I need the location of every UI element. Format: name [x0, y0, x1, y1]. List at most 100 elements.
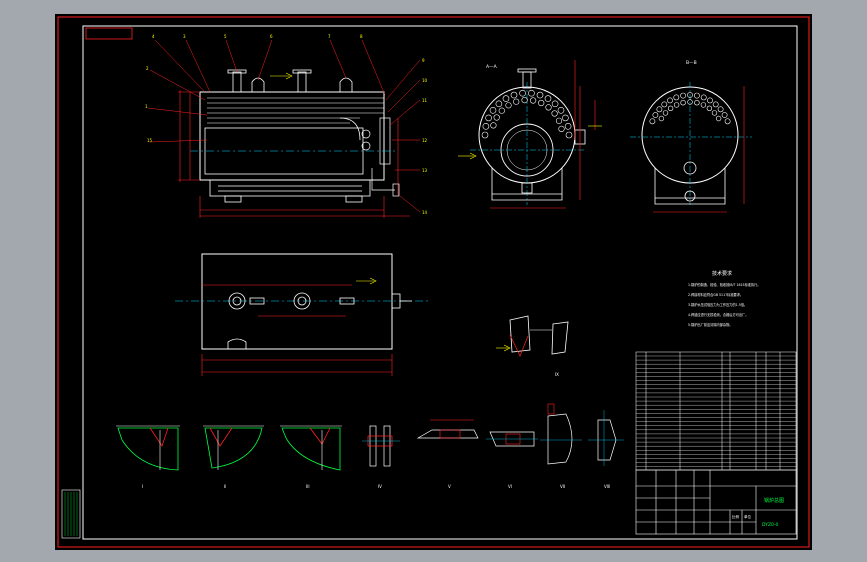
corner-label-box	[85, 27, 133, 40]
tube-hole	[557, 107, 565, 114]
detail-1[interactable]	[116, 425, 180, 471]
tube-hole	[667, 105, 674, 112]
tube-hole	[489, 107, 497, 114]
svg-text:2: 2	[146, 66, 149, 71]
detail-3[interactable]	[280, 425, 342, 471]
section-a-label: A—A	[486, 64, 498, 70]
tube-hole	[544, 95, 552, 102]
svg-text:9: 9	[422, 58, 425, 63]
tube-hole	[498, 107, 505, 114]
svg-text:14: 14	[422, 210, 428, 215]
tube-hole	[562, 114, 569, 122]
section-b-label: B—B	[686, 60, 697, 66]
svg-text:15: 15	[147, 138, 153, 143]
detail-label-6: VI	[508, 484, 512, 489]
tube-hole	[700, 94, 707, 101]
detail-label-2: II	[224, 484, 226, 489]
svg-text:11: 11	[422, 98, 428, 103]
note-line-5: 5.锅炉出厂前应清除内部杂物。	[688, 322, 732, 327]
boiler-plan-view[interactable]	[175, 253, 430, 376]
detail-6[interactable]	[486, 431, 538, 447]
sheet-border	[82, 25, 798, 540]
detail-2[interactable]	[203, 425, 264, 470]
title-drawing-name: 锅炉总图	[764, 497, 784, 504]
svg-text:6: 6	[270, 34, 273, 39]
detail-label-9: IX	[555, 372, 559, 377]
title-block[interactable]	[635, 469, 797, 535]
tube-hole	[721, 112, 728, 118]
svg-text:12: 12	[422, 138, 428, 143]
tube-hole	[493, 114, 500, 121]
detail-label-5: V	[448, 484, 451, 489]
tube-hole	[656, 106, 663, 113]
tube-hole	[495, 100, 503, 108]
note-line-2: 2.焊接材料应符合GB 5117标准要求。	[688, 292, 743, 297]
tube-hole	[513, 98, 520, 105]
tube-hole	[529, 97, 537, 104]
tube-hole	[481, 131, 489, 139]
tube-hole	[687, 99, 693, 105]
svg-text:3: 3	[183, 34, 186, 39]
tube-hole	[558, 125, 565, 132]
tube-hole	[482, 123, 490, 130]
tube-hole	[680, 99, 686, 106]
tube-hole	[667, 97, 673, 104]
tube-hole	[658, 115, 665, 122]
notes-title: 技术要求	[712, 270, 732, 277]
sheet-background	[55, 14, 812, 550]
tube-hole	[673, 94, 680, 101]
tube-hole	[649, 118, 656, 125]
section-b-view[interactable]	[630, 82, 752, 213]
section-a-view[interactable]	[458, 60, 602, 209]
note-line-3: 3.锅炉水压试验压力为工作压力的1.5倍。	[688, 302, 747, 307]
tube-hole	[724, 118, 731, 125]
svg-text:8: 8	[360, 34, 363, 39]
tube-hole	[490, 122, 497, 129]
tube-hole	[687, 92, 693, 98]
tube-hole	[555, 117, 563, 124]
title-unit-label: 单位	[744, 514, 752, 519]
weld-detail-center[interactable]	[496, 315, 569, 357]
tube-hole	[538, 99, 545, 107]
svg-text:1: 1	[145, 104, 148, 109]
tube-hole	[545, 104, 552, 111]
detail-7[interactable]	[540, 403, 582, 465]
detail-label-4: IV	[378, 484, 382, 489]
detail-label-8: VIII	[604, 484, 610, 489]
detail-label-7: VII	[560, 484, 565, 489]
weld-details-row[interactable]	[116, 403, 624, 471]
tube-hole	[707, 97, 713, 104]
tube-hole	[706, 105, 713, 112]
tube-hole	[662, 110, 669, 116]
tube-hole	[519, 89, 526, 97]
sheet-outer-frame	[57, 16, 810, 548]
note-line-1: 1.锅炉的制造、检验、验收按JB/T 1615标准执行。	[688, 282, 761, 287]
detail-label-1: I	[142, 484, 143, 489]
tube-hole	[715, 115, 722, 122]
tube-hole	[510, 91, 518, 99]
detail-8[interactable]	[588, 410, 624, 466]
tube-hole	[505, 102, 512, 109]
detail-5[interactable]	[416, 419, 479, 439]
technical-requirements: 技术要求 1.锅炉的制造、检验、验收按JB/T 1615标准执行。 2.焊接材料…	[688, 270, 761, 327]
tube-hole	[673, 102, 680, 108]
tube-hole	[661, 101, 668, 108]
tube-hole	[652, 112, 659, 118]
tube-hole	[536, 91, 544, 99]
svg-text:7: 7	[328, 34, 331, 39]
tube-hole	[711, 110, 718, 116]
detail-4[interactable]	[362, 425, 400, 467]
tube-hole	[564, 123, 572, 130]
tube-hole	[694, 99, 700, 106]
tube-hole	[700, 102, 707, 108]
svg-text:13: 13	[422, 168, 428, 173]
svg-text:5: 5	[224, 34, 227, 39]
note-line-4: 4.焊缝应进行无损检测，合格后方可出厂。	[688, 312, 748, 317]
tube-hole	[485, 114, 492, 122]
tube-hole	[717, 106, 724, 113]
tube-hole	[502, 95, 510, 102]
title-drawing-no: DYZ0-0	[762, 522, 779, 528]
